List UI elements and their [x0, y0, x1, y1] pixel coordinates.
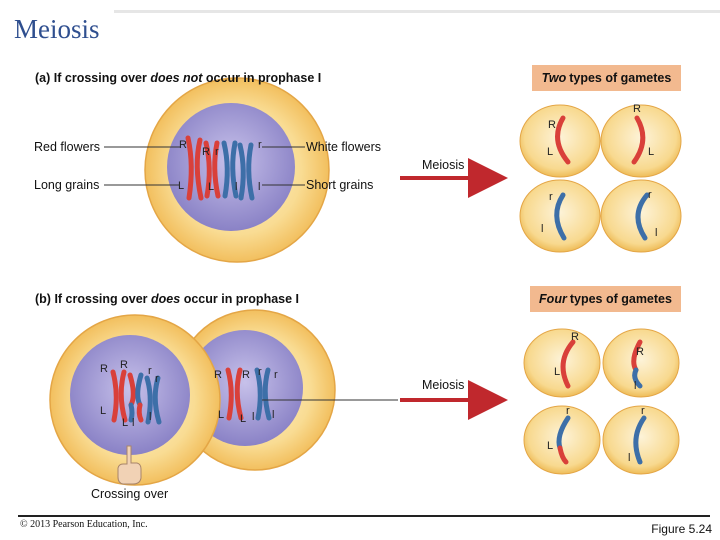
meiosis-label-a: Meiosis: [422, 158, 465, 172]
svg-text:l: l: [541, 223, 543, 235]
meiosis-label-b: Meiosis: [422, 378, 465, 392]
allele-r: r: [258, 139, 262, 151]
svg-text:R: R: [120, 359, 128, 371]
svg-text:r: r: [641, 405, 645, 417]
svg-text:L: L: [554, 366, 560, 378]
svg-text:r: r: [648, 189, 652, 201]
allele-L: L: [178, 180, 184, 192]
svg-text:r: r: [148, 365, 152, 377]
figure-number: Figure 5.24: [651, 522, 712, 536]
svg-text:R: R: [636, 346, 644, 358]
allele-l: l: [235, 181, 237, 193]
label-red-flowers: Red flowers: [34, 140, 100, 154]
svg-text:l: l: [272, 409, 274, 421]
panel-a-heading: (a) If crossing over does not occur in p…: [35, 71, 322, 85]
chromosome-blue-2: [237, 142, 255, 201]
svg-text:r: r: [258, 366, 262, 378]
slide-title: Meiosis: [14, 14, 100, 44]
svg-text:r: r: [274, 369, 278, 381]
allele-r: r: [215, 146, 219, 158]
svg-text:R: R: [548, 119, 556, 131]
svg-text:L: L: [547, 440, 553, 452]
svg-text:l: l: [149, 411, 151, 423]
title-rule: [114, 10, 720, 13]
gametes-b: RL Rl rL rl: [523, 328, 680, 475]
chromosome-blue-1: [221, 140, 239, 199]
allele-R: R: [179, 139, 187, 151]
svg-text:l: l: [132, 417, 134, 429]
copyright-notice: © 2013 Pearson Education, Inc.: [20, 519, 148, 530]
label-long-grains: Long grains: [34, 178, 100, 192]
svg-text:R: R: [571, 331, 579, 343]
svg-text:l: l: [634, 380, 636, 392]
allele-l: l: [258, 181, 260, 193]
chromosome-red-2: [203, 140, 221, 199]
svg-text:L: L: [122, 417, 128, 429]
crossing-over-label: Crossing over: [91, 487, 169, 501]
svg-text:R: R: [214, 369, 222, 381]
svg-text:L: L: [240, 413, 246, 425]
footer-rule: [18, 515, 710, 517]
allele-L: L: [208, 181, 214, 193]
svg-text:r: r: [549, 191, 553, 203]
svg-text:R: R: [100, 363, 108, 375]
svg-text:R: R: [633, 103, 641, 115]
svg-text:L: L: [648, 146, 654, 158]
svg-text:r: r: [155, 373, 159, 385]
svg-text:l: l: [628, 452, 630, 464]
panel-b-heading: (b) If crossing over does occur in proph…: [35, 292, 300, 306]
svg-text:L: L: [218, 409, 224, 421]
allele-R: R: [202, 146, 210, 158]
label-white-flowers: White flowers: [306, 140, 382, 154]
svg-text:L: L: [547, 146, 553, 158]
svg-text:R: R: [242, 369, 250, 381]
gametes-a: R L R L r l r l: [519, 103, 682, 253]
chromosome-red-1: [185, 135, 204, 201]
svg-text:r: r: [566, 405, 570, 417]
svg-text:L: L: [100, 405, 106, 417]
label-short-grains: Short grains: [306, 178, 374, 192]
svg-text:l: l: [252, 411, 254, 423]
parent-cell-a: R R r r L L l l: [104, 77, 330, 263]
pointing-hand-icon: [117, 445, 142, 485]
svg-text:l: l: [655, 227, 657, 239]
